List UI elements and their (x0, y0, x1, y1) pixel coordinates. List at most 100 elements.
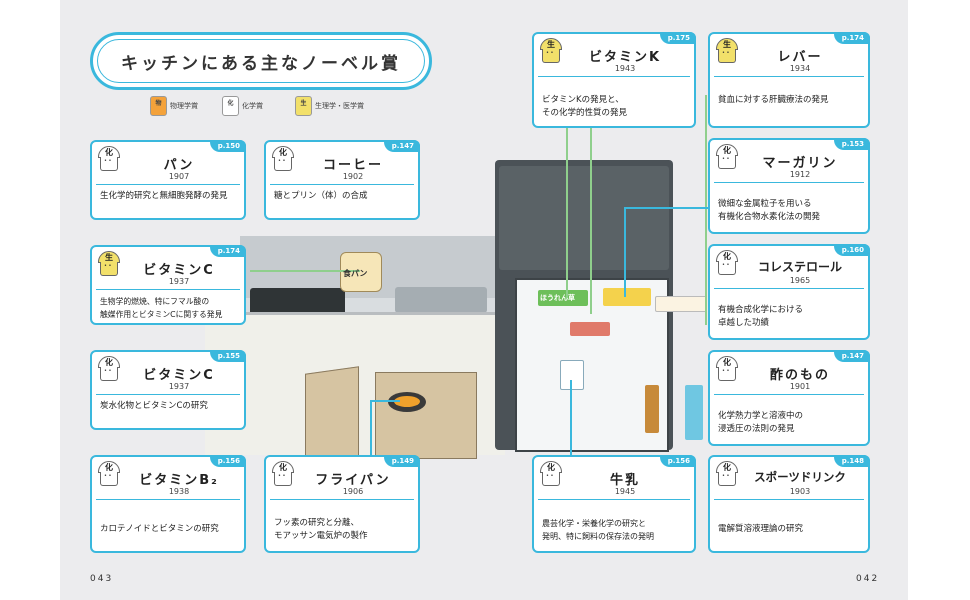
title-banner: キッチンにある主なノーベル賞 (90, 32, 432, 90)
card-description: ビタミンKの発見と、その化学的性質の発見 (542, 94, 688, 120)
biology-badge-icon: 生 (540, 38, 562, 64)
desc-line: 農芸化学・栄養化学の研究と (542, 519, 646, 528)
card-title: パン (163, 158, 195, 173)
desc-line: 電解質溶液理論の研究 (718, 524, 804, 534)
divider (714, 182, 864, 183)
cabinet-door-right (375, 372, 477, 459)
chemistry-badge-icon: 化 (98, 356, 120, 382)
card-year: 1937 (168, 277, 190, 286)
page-number-left: 043 (90, 574, 114, 584)
chemistry-badge-icon: 化 (98, 461, 120, 487)
page-title: キッチンにある主なノーベル賞 (121, 53, 401, 74)
connector-fryingpan (370, 400, 372, 460)
card-year: 1943 (614, 64, 636, 73)
legend-physics-label: 物理学賞 (170, 102, 198, 110)
card-title: マーガリン (762, 156, 838, 171)
card-description: 生物学的燃焼、特にフマル酸の触媒作用とビタミンCに関する発見 (100, 295, 238, 321)
page-reference[interactable]: p.155 (209, 350, 246, 362)
meat-tray (570, 322, 610, 336)
connector-vitk-2 (590, 124, 592, 314)
biology-icon: 生 (295, 96, 312, 116)
card-year: 1906 (342, 487, 364, 496)
desc-line: 有機合成化学における (718, 305, 804, 315)
card-description: 微細な金属粒子を用いる有機化合物水素化法の開発 (718, 198, 862, 224)
bottle-drink (685, 385, 703, 440)
connector-milk (570, 380, 572, 455)
connector-margarine (624, 207, 709, 209)
biology-badge-icon: 生 (716, 38, 738, 64)
margarine-box (603, 288, 651, 306)
divider (714, 394, 864, 395)
page-reference[interactable]: p.174 (209, 245, 246, 257)
divider (270, 184, 414, 185)
milk-carton (560, 360, 584, 390)
page-reference[interactable]: p.149 (383, 455, 420, 467)
desc-line: 卓越した功績 (718, 318, 770, 328)
card-description: 有機合成化学における卓越した功績 (718, 304, 862, 330)
page-reference[interactable]: p.174 (833, 32, 870, 44)
chemistry-badge-icon: 化 (716, 461, 738, 487)
card-year: 1903 (789, 487, 811, 496)
legend-physics: 物 物理学賞 (150, 96, 198, 116)
legend-biology-label: 生理学・医学賞 (315, 102, 364, 110)
page-reference[interactable]: p.147 (833, 350, 870, 362)
cabinet-door-left (305, 366, 359, 466)
fridge-interior (515, 278, 669, 452)
page-reference[interactable]: p.148 (833, 455, 870, 467)
card-year: 1907 (168, 172, 190, 181)
legend-chemistry: 化 化学賞 (222, 96, 263, 116)
biology-badge-icon: 生 (98, 251, 120, 277)
card-description: 電解質溶液理論の研究 (718, 523, 862, 536)
card-vitk: 生 p.175 ビタミンK 1943 ビタミンKの発見と、その化学的性質の発見 (532, 32, 696, 128)
physics-icon: 物 (150, 96, 167, 116)
page-reference[interactable]: p.150 (209, 140, 246, 152)
card-title: コーヒー (322, 158, 383, 173)
page-reference[interactable]: p.175 (659, 32, 696, 44)
desc-line: 糖とプリン（体）の合成 (274, 191, 368, 201)
desc-line: 浸透圧の法則の発見 (718, 424, 795, 434)
page-reference[interactable]: p.160 (833, 244, 870, 256)
page-reference[interactable]: p.147 (383, 140, 420, 152)
card-title: 牛乳 (609, 473, 640, 488)
page-reference[interactable]: p.156 (209, 455, 246, 467)
card-year: 1901 (789, 382, 811, 391)
chemistry-badge-icon: 化 (716, 356, 738, 382)
divider (714, 499, 864, 500)
card-description: 糖とプリン（体）の合成 (274, 190, 412, 203)
page-reference[interactable]: p.153 (833, 138, 870, 150)
card-year: 1945 (614, 487, 636, 496)
card-fryingpan: 化 p.149 フライパン 1906 フッ素の研究と分離、モアッサン電気炉の製作 (264, 455, 420, 553)
card-title: レバー (777, 50, 823, 65)
fridge-freezer-door (499, 166, 669, 270)
divider (270, 499, 414, 500)
card-description: 生化学的研究と無細胞発酵の発見 (100, 190, 238, 203)
card-year: 1912 (789, 170, 811, 179)
vinegar-bottle (645, 385, 659, 433)
card-title: ビタミンK (588, 50, 662, 65)
divider (96, 499, 240, 500)
divider (714, 288, 864, 289)
divider (538, 499, 690, 500)
desc-line: 生化学的研究と無細胞発酵の発見 (100, 191, 228, 201)
chemistry-badge-icon: 化 (716, 144, 738, 170)
chemistry-badge-icon: 化 (716, 250, 738, 276)
connector-vitc-bio (250, 270, 360, 272)
chemistry-badge-icon: 化 (272, 146, 294, 172)
card-title: ビタミンB₂ (139, 473, 219, 488)
card-liver: 生 p.174 レバー 1934 貧血に対する肝臓療法の発見 (708, 32, 870, 128)
card-description: 農芸化学・栄養化学の研究と発明、特に飼料の保存法の発明 (542, 517, 688, 543)
chemistry-glyph: 化 (227, 100, 234, 107)
connector-fryingpan-h (370, 400, 400, 402)
connector-vitk-1 (566, 124, 568, 299)
page-reference[interactable]: p.156 (659, 455, 696, 467)
chemistry-badge-icon: 化 (272, 461, 294, 487)
card-description: カロテノイドとビタミンの研究 (100, 523, 238, 536)
desc-line: 化学熱力学と溶液中の (718, 411, 804, 421)
desc-line: 生物学的燃焼、特にフマル酸の (100, 297, 210, 306)
divider (538, 76, 690, 77)
divider (714, 76, 864, 77)
connector-margarine-v (624, 207, 626, 297)
chemistry-badge-icon: 化 (98, 146, 120, 172)
sink-illustration (395, 287, 487, 313)
